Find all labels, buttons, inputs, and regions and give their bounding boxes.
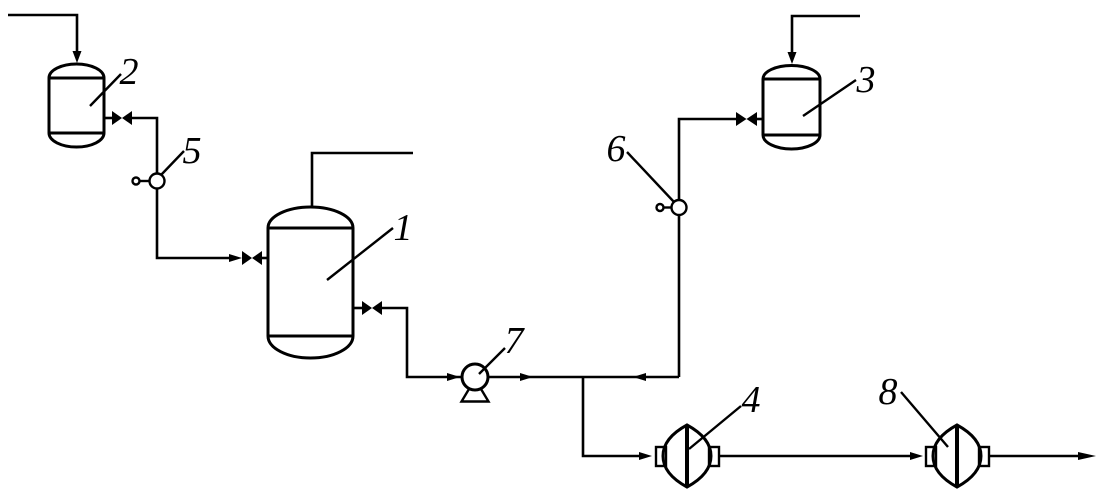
instrument-knob-icon: [131, 176, 141, 186]
pipe-segment: [581, 377, 639, 458]
line-4-to-8: [719, 452, 923, 460]
label-pump-7: 7: [505, 320, 526, 362]
flow-arrow-icon: [633, 373, 646, 381]
valve-icon: [746, 112, 757, 126]
label-tank-3: 3: [856, 59, 876, 101]
leader-line: [802, 79, 857, 117]
flow-arrow-icon: [520, 373, 533, 381]
pipe-segment: [677, 117, 736, 200]
pump-base-icon: [459, 388, 491, 403]
label-separator-8: 8: [879, 371, 898, 413]
vessel-1-seams: [268, 226, 353, 338]
label-tank-2: 2: [120, 51, 139, 93]
instrument-knob-icon: [655, 202, 665, 213]
pipe-segment: [132, 116, 159, 174]
leader-line: [326, 227, 394, 281]
branch-instrument6: [655, 112, 763, 377]
leader-line: [478, 347, 506, 375]
flow-arrow-icon: [1078, 452, 1096, 460]
instrument-5: [131, 172, 166, 190]
flow-arrow-icon: [447, 373, 460, 381]
pipe-segment: [155, 188, 229, 260]
vessel-1-vent-line: [310, 151, 413, 207]
flow-arrow-icon: [787, 52, 797, 64]
flow-arrow-icon: [72, 51, 82, 63]
valve-icon: [736, 112, 747, 126]
pipe-segment: [382, 306, 462, 379]
valve-icon: [112, 111, 122, 125]
leader-line: [160, 150, 185, 176]
valve-icon: [242, 251, 252, 265]
separator-4-nozzle: [654, 445, 668, 468]
discharge-header: [488, 373, 679, 460]
instrument-body-icon: [148, 172, 166, 190]
labels: 2 5 1 3 6 7 4 8: [89, 51, 949, 450]
pipe-segment: [8, 13, 79, 51]
valve-icon: [372, 301, 382, 315]
leader-line: [89, 73, 122, 107]
flow-arrow-icon: [229, 254, 242, 262]
tank-2: [47, 62, 106, 149]
label-separator-4: 4: [742, 379, 761, 421]
separator-4: [654, 423, 721, 489]
tank-3: [761, 14, 860, 151]
leader-line: [626, 151, 675, 203]
tank-3-feed-line: [790, 14, 860, 52]
vessel-1: [266, 151, 413, 360]
label-vessel-1: 1: [394, 207, 413, 249]
valve-icon: [252, 251, 262, 265]
flow-arrow-icon: [910, 452, 923, 460]
tank-2-seams: [49, 76, 104, 135]
tank-3-seams: [763, 77, 820, 137]
valve-tank2-outlet: [104, 111, 159, 174]
tank-2-body: [47, 62, 106, 149]
instrument-body-icon: [670, 198, 688, 217]
separator-8-nozzle: [924, 445, 938, 468]
vessel1-outlet: [353, 301, 462, 381]
label-instrument-5: 5: [183, 130, 202, 172]
leader-line: [688, 405, 742, 450]
leader-line: [900, 391, 949, 448]
valve-icon: [362, 301, 372, 315]
line-to-vessel1: [155, 188, 268, 265]
valve-icon: [122, 111, 132, 125]
flow-arrow-icon: [639, 452, 652, 460]
feed-line-tank2: [8, 13, 82, 63]
label-instrument-6: 6: [607, 128, 626, 170]
separator-8: [924, 423, 1096, 489]
